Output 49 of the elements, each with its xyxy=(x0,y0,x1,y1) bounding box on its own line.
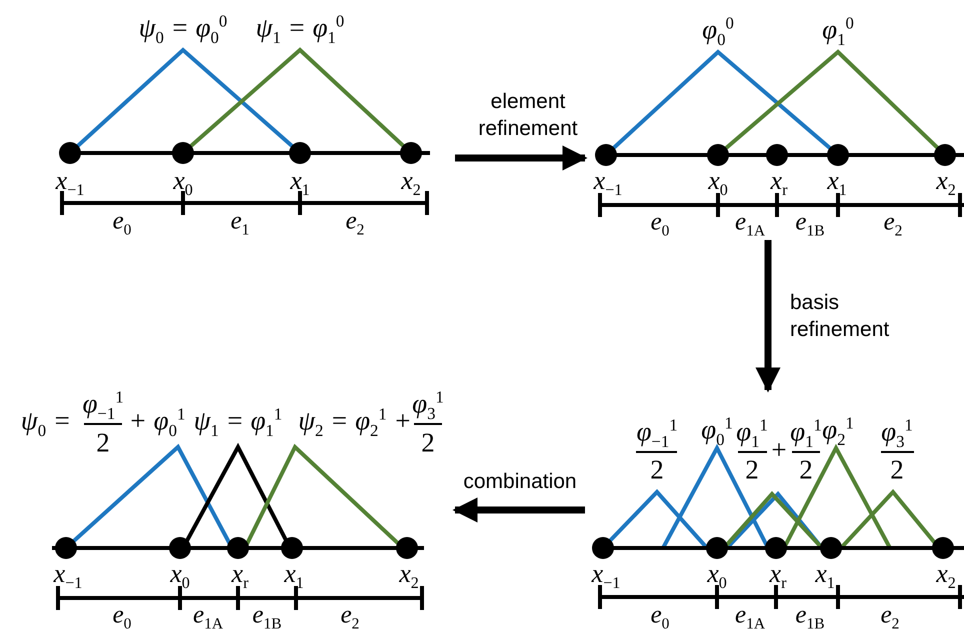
math-label: x$_{−1}$ xyxy=(594,168,622,194)
math-label: x$_{1}$ xyxy=(815,561,835,587)
math-label: x$_{0}$ xyxy=(173,168,193,194)
math-label: 2 xyxy=(650,456,664,484)
math-label: e$_{1A}$ xyxy=(734,210,766,234)
math-label: x$_{2}$ xyxy=(936,168,956,194)
arrow xyxy=(452,497,585,523)
math-label: e$_{0}$ xyxy=(112,208,132,234)
math-label: e$_{1A}$ xyxy=(192,602,224,628)
math-label: + xyxy=(771,436,787,464)
math-label: e$_{1}$ xyxy=(230,208,250,234)
math-label: e$_{2}$ xyxy=(880,602,900,628)
math-label: e$_{1B}$ xyxy=(252,602,282,628)
edge-label: basis refinement xyxy=(790,290,890,344)
edge-label: element refinement xyxy=(477,89,579,142)
math-label: e$_{1B}$ xyxy=(795,602,825,628)
math-label: x$_{r}$ xyxy=(770,561,786,587)
edge-label: combination xyxy=(462,469,578,495)
math-label: x$_{1}$ xyxy=(290,168,310,194)
math-label: ψ$_{0}$ = xyxy=(20,408,72,434)
math-label: e$_{0}$ xyxy=(650,602,670,628)
math-label: x$_{0}$ xyxy=(170,561,190,587)
math-label: x$_{r}$ xyxy=(770,168,788,194)
math-label: 2 xyxy=(96,430,110,456)
math-label: x$_{0}$ xyxy=(708,168,728,194)
math-label: x$_{−1}$ xyxy=(54,561,82,587)
math-label: e$_{2}$ xyxy=(340,602,360,628)
math-label: 2 xyxy=(745,456,759,484)
arrow xyxy=(755,240,781,393)
arrow xyxy=(455,145,588,171)
math-label: x$_{1}$ xyxy=(827,168,847,194)
math-label: x$_{0}$ xyxy=(707,561,727,587)
math-label: e$_{1B}$ xyxy=(795,210,825,234)
math-label: x$_{−1}$ xyxy=(56,168,84,194)
math-label: x$_{−1}$ xyxy=(592,561,620,587)
math-label: x$_{r}$ xyxy=(232,561,248,587)
math-label: ψ$_{2}$ = φ$_{2}$$^{1}$ + xyxy=(298,408,412,434)
math-label: x$_{1}$ xyxy=(284,561,304,587)
math-label: x$_{2}$ xyxy=(399,561,419,587)
math-label: e$_{0}$ xyxy=(650,210,670,234)
math-label: 2 xyxy=(890,456,904,484)
math-label: x$_{2}$ xyxy=(936,561,956,587)
math-label: x$_{2}$ xyxy=(401,168,421,194)
math-label: 2 xyxy=(421,430,435,456)
math-label: 2 xyxy=(799,456,813,484)
math-label: e$_{2}$ xyxy=(346,208,364,234)
math-label: e$_{1A}$ xyxy=(734,602,766,628)
math-label: e$_{2}$ xyxy=(884,210,902,234)
math-label: e$_{0}$ xyxy=(112,602,132,628)
